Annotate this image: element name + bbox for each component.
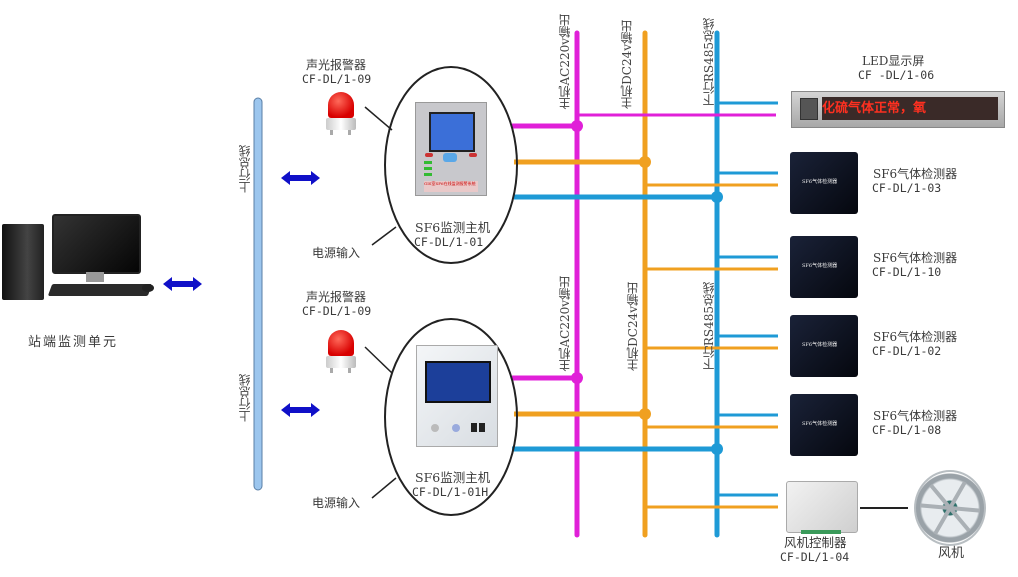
junction <box>571 120 583 132</box>
detector-device: SF6气体检测器 <box>790 394 858 456</box>
host1-model: CF-DL/1-01 <box>414 235 484 249</box>
bus-ac220-label-top: 主机AC220v输出 <box>558 14 572 110</box>
host1-name: SF6监测主机 <box>415 220 491 235</box>
bus-ac220-label-bottom: 主机AC220v输出 <box>558 276 572 372</box>
alarm2-name: 声光报警器 <box>306 290 367 304</box>
alarm1-model: CF-DL/1-09 <box>302 72 372 86</box>
detector2-name: SF6气体检测器 <box>873 251 958 265</box>
detector2-model: CF-DL/1-10 <box>872 265 942 279</box>
bus-rs485-label-top: 下行RS485总线 <box>702 18 716 107</box>
detector3-model: CF-DL/1-02 <box>872 344 942 358</box>
alarm1-leader <box>364 106 393 131</box>
fan-label: 风机 <box>938 546 965 561</box>
led-display-name: LED显示屏 <box>862 54 925 68</box>
junction <box>711 191 723 203</box>
junction <box>639 408 651 420</box>
host1-ellipse <box>384 66 518 264</box>
alarm-beacon-icon <box>326 92 356 140</box>
detector4-name: SF6气体检测器 <box>873 409 958 423</box>
uplink-bus <box>253 97 263 491</box>
detector-device: SF6气体检测器 <box>790 236 858 298</box>
station-unit-label: 站端监测单元 <box>28 335 119 350</box>
led-display-device: 化硫气体正常，氧 <box>791 91 1005 128</box>
double-arrow-icon <box>163 277 202 291</box>
host2-name: SF6监测主机 <box>415 470 491 485</box>
detector-branches <box>645 171 778 509</box>
double-arrow-icon <box>281 403 320 417</box>
fan-icon <box>914 470 986 546</box>
fan-controller-name: 风机控制器 <box>784 535 847 550</box>
detector1-name: SF6气体检测器 <box>873 167 958 181</box>
alarm1-name: 声光报警器 <box>306 58 367 72</box>
bus-dc24-label-bottom: 主机DC24v输出 <box>626 282 640 371</box>
junction <box>711 443 723 455</box>
fan-controller-model: CF-DL/1-04 <box>780 550 850 564</box>
detector1-model: CF-DL/1-03 <box>872 181 942 195</box>
fan-controller-device <box>786 481 858 534</box>
bus-rs485-label-bottom: 下行RS485总线 <box>702 282 716 371</box>
host2-ellipse <box>384 318 518 516</box>
detector3-name: SF6气体检测器 <box>873 330 958 344</box>
junction <box>571 372 583 384</box>
detector-device: SF6气体检测器 <box>790 152 858 214</box>
uplink-bus-label-bottom: 上行总线 <box>238 374 252 422</box>
alarm2-leader <box>364 346 393 374</box>
alarm2-model: CF-DL/1-09 <box>302 304 372 318</box>
led-display-model: CF -DL/1-06 <box>858 68 935 82</box>
detector4-model: CF-DL/1-08 <box>872 423 942 437</box>
host1-device: GIS室SF6在线监测报警系统 <box>415 102 487 196</box>
power1-leader <box>371 226 397 246</box>
pc-station-icon <box>2 214 158 310</box>
led-scroll-text: 化硫气体正常，氧 <box>822 97 998 120</box>
host2-power-label: 电源输入 <box>312 496 361 510</box>
host2-device <box>416 345 498 447</box>
power2-leader <box>371 477 397 499</box>
host1-power-label: 电源输入 <box>312 246 361 260</box>
bus-dc24-label-top: 主机DC24v输出 <box>620 20 634 109</box>
junction <box>639 156 651 168</box>
detector-device: SF6气体检测器 <box>790 315 858 377</box>
alarm-beacon-icon <box>326 330 356 378</box>
uplink-bus-label-top: 上行总线 <box>238 145 252 193</box>
host2-model: CF-DL/1-01H <box>412 485 489 499</box>
double-arrow-icon <box>281 171 320 185</box>
